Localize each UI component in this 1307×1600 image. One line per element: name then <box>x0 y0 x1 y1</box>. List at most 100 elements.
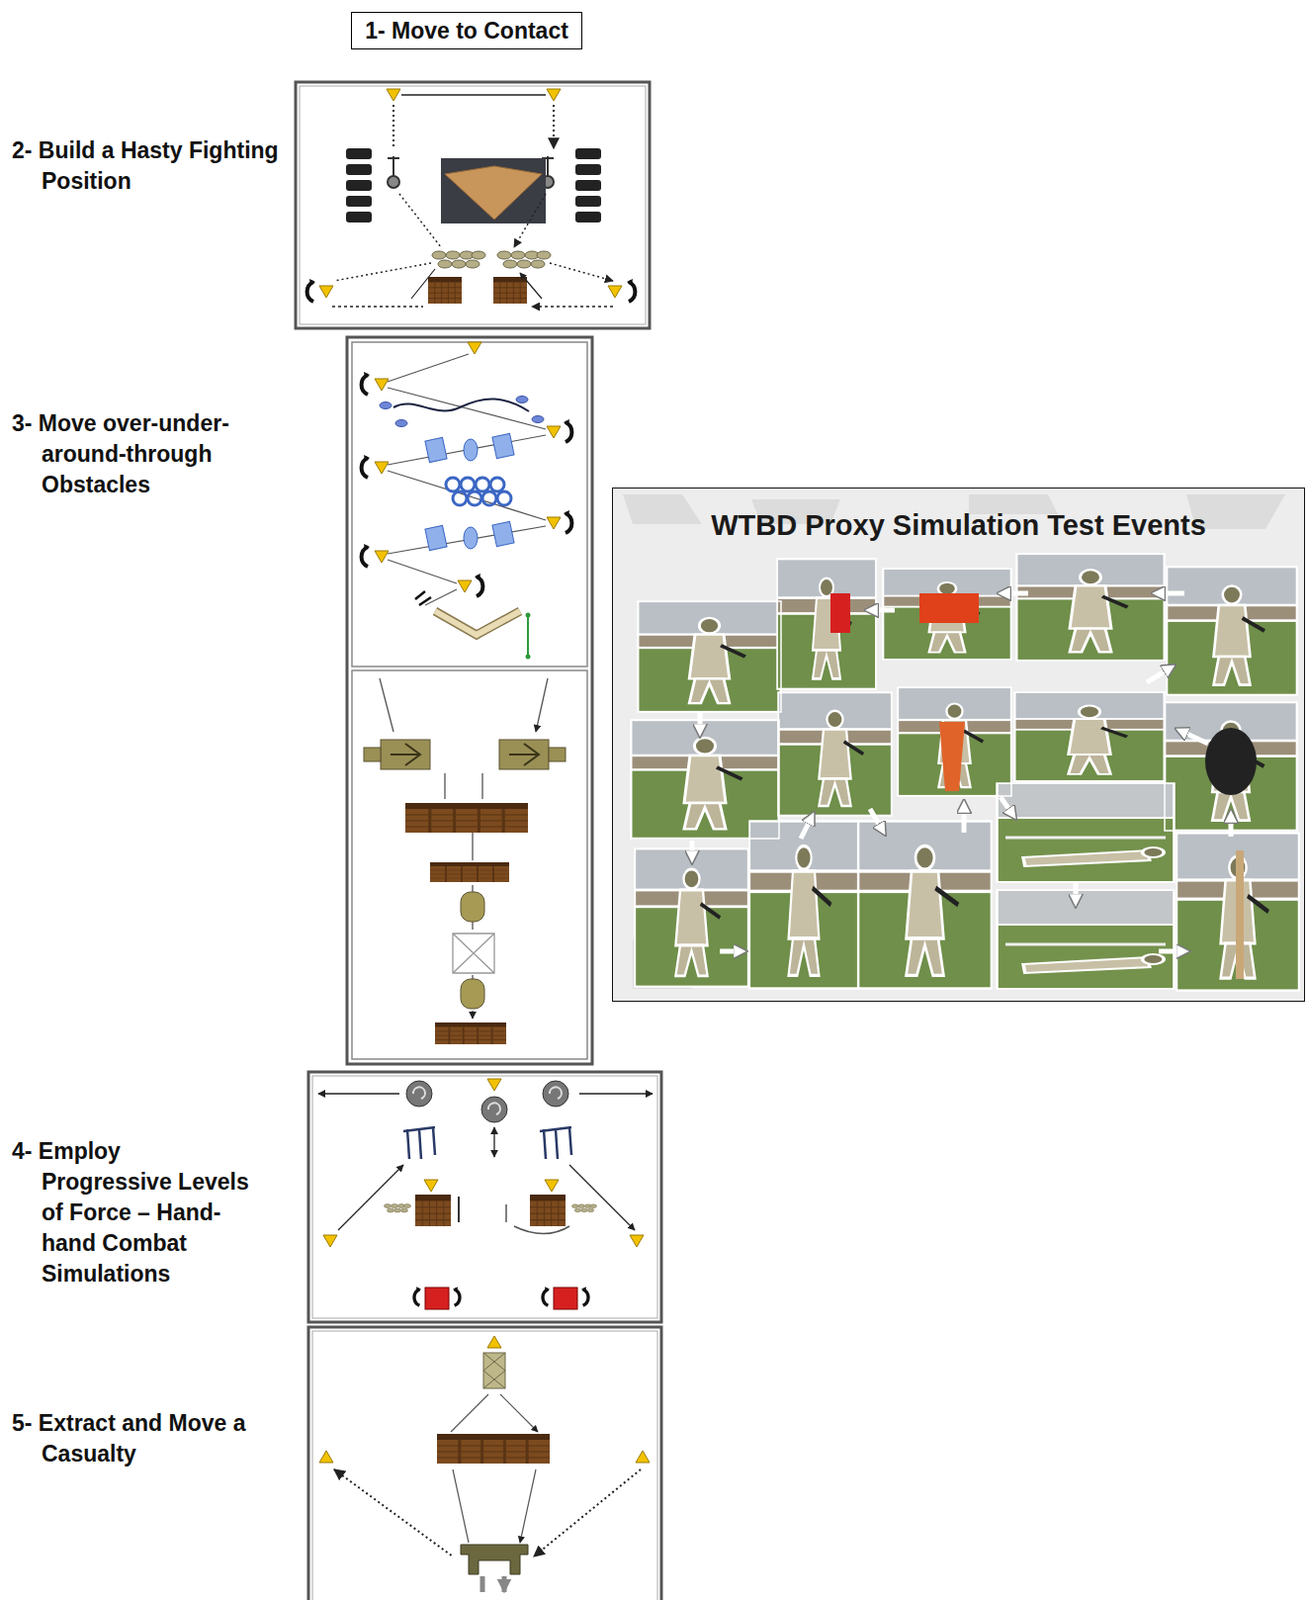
obstacle-course-panel-part <box>457 580 472 593</box>
hand-to-hand-panel-part <box>308 1071 662 1322</box>
photo-collage-part-part <box>897 687 1012 796</box>
obstacle-course-panel <box>347 337 593 1064</box>
hand-to-hand-panel <box>308 1071 662 1322</box>
obstacle-course-panel-part-part <box>490 477 505 492</box>
obstacle-course-panel-part <box>435 610 521 635</box>
obstacle-course-panel-part-part <box>387 435 546 465</box>
obstacle-course-panel-part <box>430 862 510 882</box>
fighting-position-panel-part-part <box>346 211 372 223</box>
obstacle-course-panel-part-part <box>387 525 546 554</box>
obstacle-course-panel-part-part <box>467 491 482 506</box>
photo-collage-part-part <box>749 820 859 989</box>
fighting-position-panel-part-part <box>575 179 602 191</box>
photo-collage-part-part <box>1000 796 1015 817</box>
casualty-panel-part <box>483 1352 506 1389</box>
obstacle-course-panel-part <box>374 550 389 563</box>
photo-collage-part-part <box>1166 566 1298 696</box>
photo-collage-part-part <box>800 814 813 839</box>
obstacle-course-panel-part <box>460 891 485 1009</box>
photo-collage-part-part <box>1000 591 1029 597</box>
photo-collage-part-part <box>996 889 1175 989</box>
photo-collage-part-part <box>1014 692 1165 782</box>
hand-to-hand-panel-part <box>403 1127 572 1159</box>
obstacle-course-panel-part <box>361 543 370 567</box>
photo-collage-part-part <box>1073 881 1079 904</box>
photo-collage-part-part <box>777 558 876 690</box>
photo-collage-part-part <box>996 889 1175 989</box>
photo-collage-part <box>630 553 1300 991</box>
hand-to-hand-panel-part <box>542 1286 550 1306</box>
fighting-position-panel-part <box>386 88 401 101</box>
obstacle-course-panel-part-part <box>492 433 515 458</box>
fighting-position-panel-part-part <box>575 195 602 207</box>
fighting-position-panel-part-part <box>346 195 372 207</box>
photo-collage-part-part <box>961 802 967 833</box>
fighting-position-panel-part <box>399 193 546 248</box>
photo-collage-part-part <box>870 808 884 833</box>
photo-collage-part-part <box>868 608 895 613</box>
hand-to-hand-panel-part-part <box>425 1287 449 1309</box>
obstacle-course-panel-part <box>525 654 531 660</box>
photo-collage-part-part <box>778 692 892 816</box>
hand-to-hand-panel-part <box>544 1179 559 1192</box>
obstacle-course-panel-part <box>452 933 495 973</box>
fighting-position-panel-part <box>401 93 546 96</box>
fighting-position-panel-part <box>440 158 546 224</box>
casualty-panel-part <box>450 1394 538 1432</box>
obstacle-course-panel-part-part <box>460 477 475 492</box>
casualty-panel <box>308 1326 662 1600</box>
obstacle-course-panel-part <box>363 739 566 770</box>
hand-to-hand-panel-part <box>506 1204 570 1234</box>
hand-to-hand-panel-part <box>424 1179 438 1192</box>
photo-collage-part-part <box>1164 701 1298 831</box>
obstacle-course-panel-part <box>361 371 370 395</box>
obstacle-course-panel-part <box>525 612 531 618</box>
obstacle-course-panel-part <box>563 419 572 442</box>
fighting-position-panel-part <box>393 104 554 149</box>
obstacle-course-panel-part-part <box>445 477 460 492</box>
fighting-position-panel-part-part <box>346 179 372 191</box>
step-label: 4- Employ Progressive Levels of Force – … <box>11 1135 255 1290</box>
photo-collage <box>611 487 1306 1002</box>
obstacle-course-panel-part-part <box>460 891 485 922</box>
photo-collage-part-part <box>637 601 782 712</box>
fighting-position-panel-part <box>346 148 602 223</box>
obstacle-course-panel-part <box>435 1022 507 1045</box>
obstacle-course-panel-part-part <box>475 477 490 492</box>
hand-to-hand-panel-part <box>406 1080 569 1123</box>
obstacle-course-panel-part-part <box>363 747 381 762</box>
photo-collage-part-part <box>1176 832 1300 991</box>
fighting-position-panel-part-part <box>387 175 400 188</box>
fighting-position-panel-part <box>307 278 316 302</box>
obstacle-course-panel-part <box>390 743 539 766</box>
photo-collage-part-part <box>622 494 702 524</box>
fighting-position-panel <box>295 82 650 329</box>
fighting-position-panel-part-part <box>575 164 602 175</box>
hand-to-hand-panel-part-part <box>488 1102 501 1115</box>
hand-to-hand-panel-part-part <box>553 1287 578 1309</box>
hand-to-hand-panel-part-part <box>406 1080 433 1107</box>
casualty-panel-part <box>334 1469 641 1557</box>
fighting-position-panel-part <box>299 86 646 325</box>
casualty-panel-part <box>312 1330 658 1600</box>
fighting-position-panel-part <box>319 285 334 298</box>
obstacle-course-panel-part <box>474 573 483 597</box>
photo-collage-part-part <box>1014 692 1165 782</box>
fighting-position-panel-part <box>497 251 551 268</box>
fighting-position-panel-part-part <box>346 148 372 160</box>
box-heading: WTBD Proxy Simulation Test Events <box>612 508 1305 542</box>
obstacle-course-panel-part-part <box>531 416 544 424</box>
obstacle-course-panel-part <box>467 342 482 354</box>
obstacle-course-panel-part-part <box>425 436 447 462</box>
casualty-panel-part <box>482 1575 505 1592</box>
obstacle-course-panel-part <box>425 433 515 550</box>
photo-collage-part-part <box>637 601 782 712</box>
fighting-position-panel-part <box>332 305 613 308</box>
photo-collage-part-part <box>777 558 876 690</box>
obstacle-course-panel-part <box>361 454 370 478</box>
hand-to-hand-panel-part <box>312 1075 658 1318</box>
photo-collage-part-part <box>858 820 992 989</box>
obstacle-course-panel-part <box>347 337 593 1064</box>
obstacle-course-panel-part-part <box>387 387 546 430</box>
photo-collage-part-part <box>897 687 1012 796</box>
